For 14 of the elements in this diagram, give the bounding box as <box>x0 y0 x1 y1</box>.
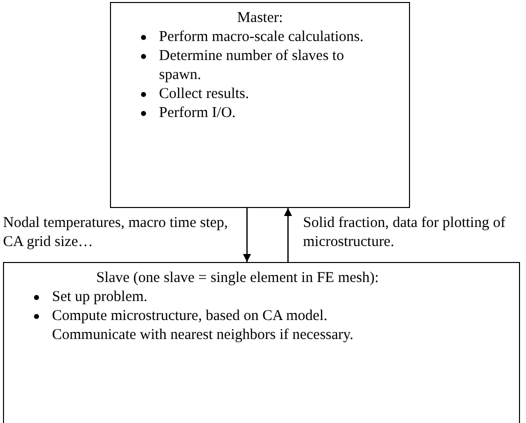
process-box <box>110 2 410 208</box>
bullet-text: Set up problem. <box>52 288 148 307</box>
process-box <box>3 262 520 423</box>
bullet-text: Collect results. <box>159 85 249 104</box>
arrow <box>284 208 292 262</box>
edge-label: Solid fraction, data for plotting of microstructure. <box>303 214 506 252</box>
bullet-text: Perform I/O. <box>159 104 236 123</box>
bullet-text: Compute microstructure, based on CA model. Communicate with nearest neighbors if necessary. <box>52 307 354 345</box>
bullet-text: Perform macro-scale calculations. <box>159 28 364 47</box>
bullet-text: Determine number of slaves to spawn. <box>159 47 345 85</box>
box-heading: Slave (one slave = single element in FE mesh): <box>95 269 380 288</box>
box-heading: Master: <box>236 9 284 28</box>
edge-label: Nodal temperatures, macro time step, CA grid size… <box>3 214 229 252</box>
arrow <box>243 208 251 262</box>
